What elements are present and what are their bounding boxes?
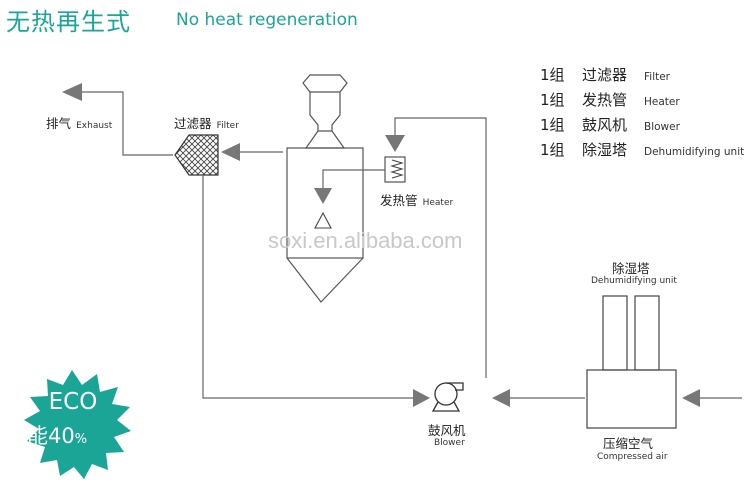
- hopper-to-filter-line: [221, 143, 283, 161]
- dehumidifier-to-blower-line: [492, 389, 585, 407]
- blower-symbol: [431, 382, 464, 412]
- legend-cn: 鼓风机: [582, 116, 628, 134]
- exhaust-label: 排气 Exhaust: [46, 113, 112, 132]
- eco-badge-starburst: [24, 370, 131, 479]
- dehumidifying-unit: [586, 295, 677, 429]
- heater-label: 发热管 Heater: [380, 190, 453, 209]
- legend-cn: 除湿塔: [582, 141, 628, 159]
- compressed-air-label-cn: 压缩空气: [603, 436, 654, 451]
- filter-symbol: [174, 134, 219, 176]
- filter-label-en: Filter: [216, 121, 239, 131]
- dehumidifier-label-cn: 除湿塔: [612, 261, 650, 276]
- heater-label-en: Heater: [422, 198, 454, 208]
- legend-qty: 1组: [540, 116, 565, 134]
- legend-en: Blower: [644, 121, 680, 133]
- page-title-en: No heat regeneration: [176, 10, 358, 30]
- legend-item-blower: 1组鼓风机 Blower: [540, 114, 680, 135]
- compressed-air-inlet-arrow: [682, 389, 742, 407]
- blower-label-cn: 鼓风机: [428, 423, 466, 438]
- heater-to-hopper-line: [314, 169, 385, 204]
- legend-qty: 1组: [540, 141, 565, 159]
- compressed-air-label-en: Compressed air: [597, 452, 668, 462]
- blower-label-en: Blower: [434, 438, 465, 448]
- legend-en: Filter: [644, 71, 671, 83]
- heater-return-line: [385, 117, 487, 378]
- legend-qty: 1组: [540, 91, 565, 109]
- legend-en: Dehumidifying unit: [644, 146, 745, 158]
- eco-badge-title: ECO: [48, 389, 98, 415]
- heater-label-cn: 发热管: [380, 193, 418, 208]
- dehumidifier-label-en: Dehumidifying unit: [591, 276, 677, 286]
- legend-cn: 过滤器: [582, 66, 628, 84]
- page-title-cn: 无热再生式: [6, 8, 131, 36]
- legend-item-filter: 1组过滤器 Filter: [540, 64, 670, 85]
- eco-badge-saving-text: 节能40: [6, 424, 75, 448]
- watermark: soxi.en.alibaba.com: [268, 228, 463, 253]
- filter-to-blower-line: [202, 175, 430, 407]
- legend-en: Heater: [644, 96, 680, 108]
- legend-item-dehumidifier: 1组除湿塔 Dehumidifying unit: [540, 139, 744, 160]
- hopper-dryer: [286, 74, 364, 303]
- hopper-inlet-cone: [314, 211, 332, 229]
- filter-label: 过滤器 Filter: [174, 113, 239, 132]
- exhaust-line: [62, 83, 173, 156]
- exhaust-label-en: Exhaust: [76, 121, 113, 131]
- exhaust-label-cn: 排气: [46, 116, 72, 131]
- eco-badge-saving: 节能40%: [6, 420, 87, 450]
- legend-cn: 发热管: [582, 91, 628, 109]
- heater-symbol: [384, 156, 406, 183]
- legend-item-heater: 1组发热管 Heater: [540, 89, 680, 110]
- filter-label-cn: 过滤器: [174, 116, 212, 131]
- legend-qty: 1组: [540, 66, 565, 84]
- eco-badge-percent: %: [74, 432, 88, 447]
